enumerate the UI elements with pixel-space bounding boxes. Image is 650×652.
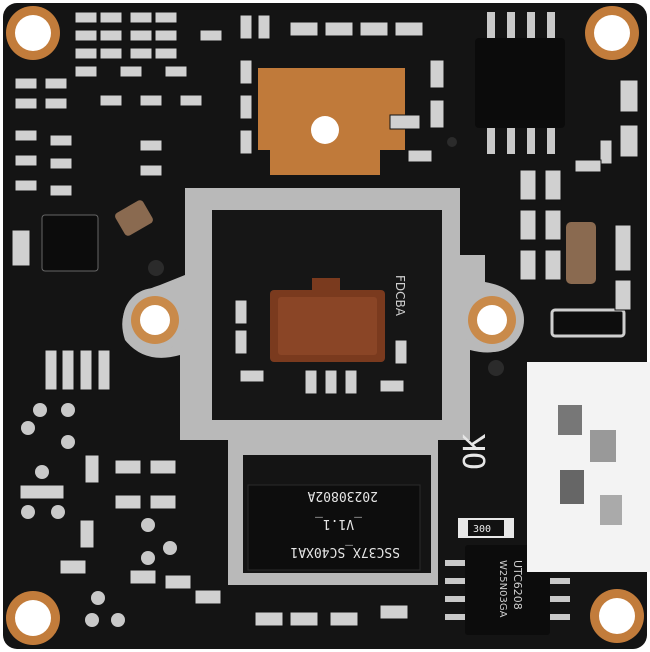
capacitor-right [566, 222, 596, 284]
ic-right-text-line1: W25N03GA [497, 560, 508, 618]
mounting-hole-bottom-right [590, 589, 644, 643]
mounting-hole-bottom-left [6, 591, 60, 645]
chip-text-line1: 20230802A [307, 488, 378, 503]
resistor-code: 300 [473, 524, 491, 535]
ic-right-text-line2: UTC6208 [511, 560, 524, 610]
capacitor-left [115, 200, 153, 236]
chip-text-line3: SSC37X_SC40XA1 [290, 544, 400, 559]
sensor-mark-text: FDCBA [393, 275, 407, 317]
diode-right [550, 308, 626, 338]
mounting-hole-top-right [585, 6, 639, 60]
lens-screw-hole-right [460, 288, 524, 352]
qfn-chip-left [41, 214, 99, 272]
chip-text-line2: _V1.1_ [315, 516, 362, 531]
ribbon-label [527, 362, 650, 572]
vias [148, 137, 504, 376]
copper-heat-pad [258, 68, 405, 175]
mounting-hole-top-left [6, 6, 60, 60]
solder-pads [21, 403, 177, 627]
flash-chip-top-right [475, 12, 565, 154]
smd-components [11, 11, 639, 627]
lens-screw-hole-left [123, 288, 187, 352]
main-soc-chip [247, 484, 421, 571]
ok-mark: OK [458, 434, 493, 470]
resistor-300 [458, 518, 514, 538]
image-sensor [270, 278, 385, 362]
